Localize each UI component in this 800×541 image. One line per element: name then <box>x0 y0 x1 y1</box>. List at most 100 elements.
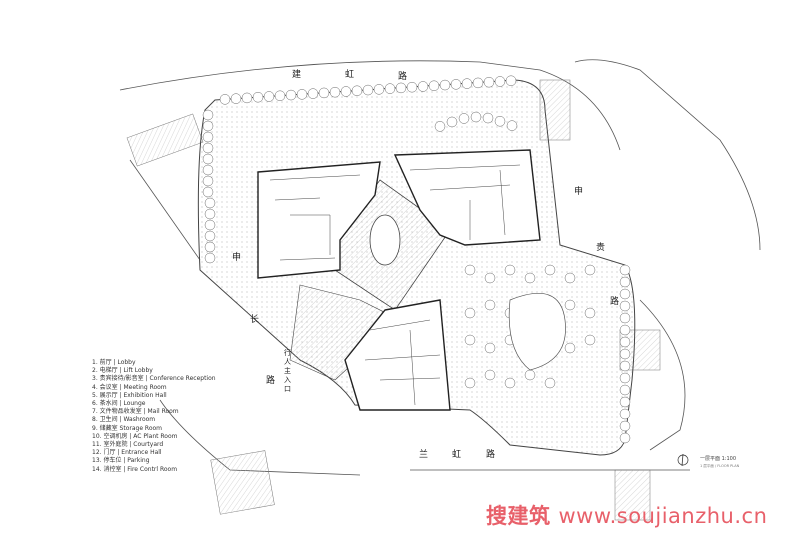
tree-icon <box>204 230 216 242</box>
tree-icon <box>395 82 407 94</box>
tree-icon <box>202 131 214 143</box>
tree-icon <box>202 186 214 198</box>
road-label-bottom: 路 <box>486 450 496 460</box>
tree-icon <box>307 88 319 99</box>
tree-icon <box>464 307 476 319</box>
tree-icon <box>351 85 363 97</box>
tree-icon <box>584 334 596 346</box>
scale-label: 一层平面 1:100 1 层平面 / FLOOR PLAN <box>700 455 739 469</box>
tree-icon <box>202 109 214 121</box>
tree-icon <box>219 94 231 105</box>
tree-icon <box>285 89 297 101</box>
tree-icon <box>619 276 631 288</box>
tree-icon <box>564 342 576 354</box>
tree-icon <box>619 420 631 432</box>
road-label-top: 路 <box>398 72 408 82</box>
tree-icon <box>373 84 385 95</box>
tree-icon <box>204 219 216 231</box>
tree-icon <box>204 208 216 220</box>
tree-icon <box>461 78 473 89</box>
legend-item: 3. 贵宾接待/影音室 | Conference Reception <box>92 375 216 383</box>
tree-icon <box>619 360 631 372</box>
tree-icon <box>619 408 631 420</box>
tree-icon <box>202 153 214 165</box>
tree-icon <box>446 116 458 128</box>
tree-icon <box>619 288 631 300</box>
tree-icon <box>619 432 631 444</box>
tree-icon <box>464 334 476 346</box>
legend-item: 9. 储藏室 Storage Room <box>92 424 163 432</box>
scale-title: 一层平面 1:100 <box>700 456 736 462</box>
tree-icon <box>230 93 242 104</box>
tree-icon <box>619 312 631 324</box>
tree-icon <box>252 91 264 103</box>
building-west <box>257 161 381 279</box>
crosswalk <box>614 469 651 521</box>
crosswalk <box>126 113 204 167</box>
tree-icon <box>458 113 470 124</box>
tree-icon <box>318 87 330 99</box>
legend-item: 6. 茶水间 | Lounge <box>92 400 146 408</box>
buildings <box>257 149 541 411</box>
tree-icon <box>439 79 451 91</box>
legend-item: 8. 卫生间 | Washroom <box>92 416 156 424</box>
legend-item: 11. 室外庭院 | Courtyard <box>92 441 164 449</box>
tree-icon <box>384 83 396 94</box>
tree-icon <box>506 120 518 131</box>
tree-icon <box>417 81 429 92</box>
road-label-bottom: 虹 <box>452 450 462 460</box>
tree-icon <box>472 77 484 89</box>
courtyard-garden <box>508 293 566 371</box>
tree-icon <box>434 121 446 132</box>
tree-icon <box>494 116 506 127</box>
north-arrow-icon <box>677 453 689 467</box>
tree-icon <box>564 272 576 284</box>
tree-icon <box>544 264 556 276</box>
tree-icon <box>340 86 352 97</box>
tree-icon <box>619 372 631 384</box>
tree-icon <box>202 142 214 154</box>
tree-icon <box>263 91 275 102</box>
road-label-left: 长 <box>250 315 260 325</box>
tree-icon <box>204 241 216 253</box>
legend-item: 12. 门厅 | Entrance Hall <box>92 449 162 457</box>
tree-icon <box>464 264 476 276</box>
crosswalk <box>210 450 275 515</box>
road-label-right: 贵 <box>596 243 606 253</box>
tree-icon <box>202 175 214 187</box>
tree-icon <box>464 377 476 389</box>
legend-item: 5. 展示厅 | Exhibition Hall <box>92 391 167 399</box>
tree-icon <box>470 111 482 123</box>
pool <box>369 214 401 266</box>
tree-icon <box>484 272 496 284</box>
tree-icon <box>505 75 517 87</box>
tree-icon <box>241 92 253 104</box>
tree-icon <box>619 384 631 396</box>
road-label-top: 虹 <box>345 70 355 80</box>
tree-icon <box>202 164 214 176</box>
tree-icon <box>564 299 576 311</box>
tree-icon <box>619 264 631 276</box>
road-label-top: 建 <box>292 70 302 80</box>
tree-icon <box>504 377 516 389</box>
legend-item: 2. 电梯厅 | Lift Lobby <box>92 367 153 375</box>
tree-icon <box>619 336 631 348</box>
tree-icon <box>494 76 506 87</box>
tree-icon <box>274 90 286 102</box>
road-label-right: 路 <box>610 297 620 307</box>
tree-icon <box>406 81 418 93</box>
tree-icon <box>504 264 516 276</box>
tree-icon <box>584 307 596 319</box>
tree-icon <box>362 84 374 96</box>
building-south <box>344 299 451 411</box>
legend-item: 4. 会议室 | Meeting Room <box>92 383 167 391</box>
legend-item: 14. 消控室 | Fire Contrl Room <box>92 465 178 473</box>
legend-item: 13. 停车位 | Parking <box>92 457 150 465</box>
road-label-left: 申 <box>232 253 242 263</box>
tree-icon <box>524 272 536 284</box>
interior-walls <box>269 164 521 406</box>
